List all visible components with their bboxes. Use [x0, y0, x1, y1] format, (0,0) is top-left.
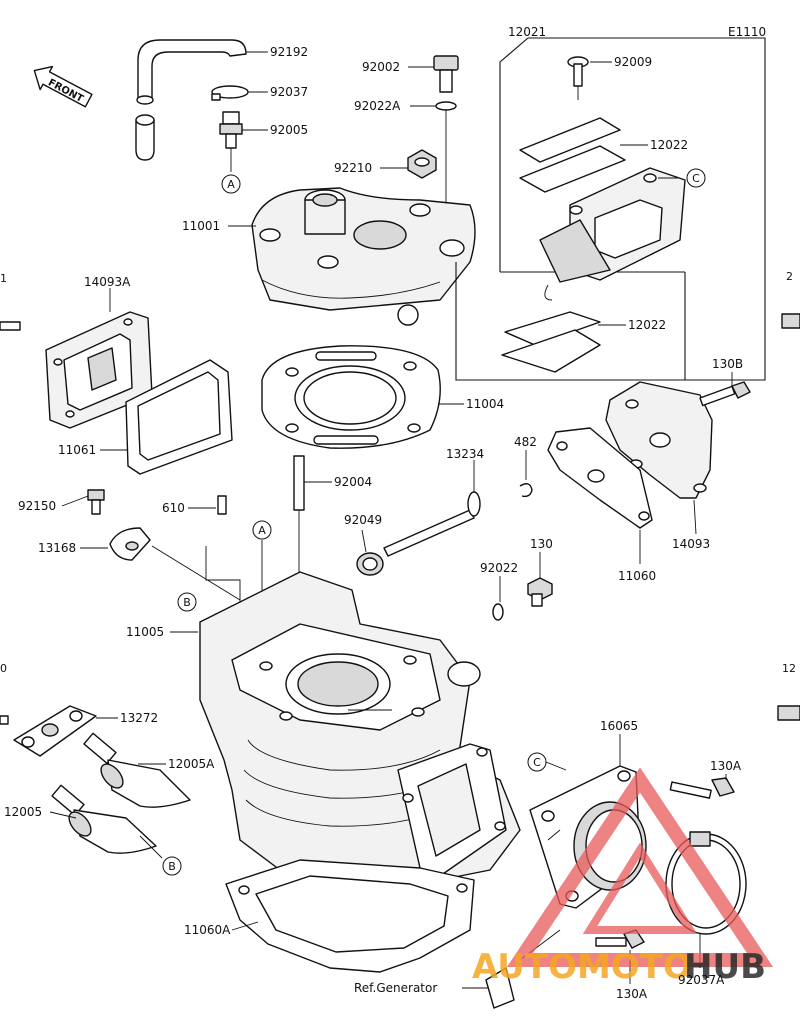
cylinder-head-part[interactable] — [251, 187, 476, 326]
circlip-part[interactable] — [519, 483, 533, 498]
callout-a-mid[interactable]: A — [252, 520, 272, 540]
part-label-130b: 130B — [712, 357, 743, 371]
reed-stopper-part[interactable] — [501, 311, 601, 373]
bolt-130a-lower-part[interactable] — [595, 929, 645, 949]
right-partial-label-top: 2 — [786, 270, 793, 283]
exhaust-valve-a-part[interactable] — [83, 732, 191, 808]
part-label-13168: 13168 — [38, 541, 76, 555]
callout-c-mid-label: C — [533, 756, 541, 769]
watermark-logo — [506, 767, 774, 967]
callout-b-mid-label: B — [183, 596, 191, 609]
plate-part[interactable] — [13, 705, 97, 757]
head-gasket-part[interactable] — [261, 345, 441, 449]
part-label-12022-upper: 12022 — [650, 138, 688, 152]
screw-part[interactable] — [567, 56, 589, 87]
part-label-92150: 92150 — [18, 499, 56, 513]
part-label-92004: 92004 — [334, 475, 372, 489]
part-label-11005: 11005 — [126, 625, 164, 639]
watermark-text-b: HUB — [684, 947, 766, 987]
base-gasket-part[interactable] — [225, 859, 475, 973]
dowel-pin-part[interactable] — [217, 495, 227, 515]
part-label-92022: 92022 — [480, 561, 518, 575]
part-label-11004: 11004 — [466, 397, 504, 411]
ref-generator-label: Ref.Generator — [354, 981, 437, 995]
part-label-610: 610 — [162, 501, 185, 515]
part-label-130a-upper: 130A — [710, 759, 742, 773]
nut-part[interactable] — [407, 149, 437, 179]
cover-part[interactable] — [45, 311, 153, 429]
right-cover-part[interactable] — [605, 381, 713, 499]
callout-a-mid-label: A — [258, 524, 266, 537]
callout-b-mid[interactable]: B — [177, 592, 197, 612]
left-partial-label: 1 — [0, 272, 7, 285]
reed-petal-part[interactable] — [519, 117, 626, 193]
part-label-12005a: 12005A — [168, 757, 215, 771]
part-label-92022a: 92022A — [354, 99, 401, 113]
callout-a-top[interactable]: A — [221, 174, 241, 194]
water-hose-part[interactable] — [135, 39, 247, 161]
ref-generator-pointer — [485, 967, 515, 1009]
part-label-11060a: 11060A — [184, 923, 231, 937]
part-label-13272: 13272 — [120, 711, 158, 725]
shaft-part[interactable] — [383, 491, 481, 557]
part-label-11060: 11060 — [618, 569, 656, 583]
reed-valve-group-frame — [455, 37, 766, 381]
left-bolt-part[interactable] — [0, 321, 21, 331]
part-label-92002: 92002 — [362, 60, 400, 74]
part-label-92049: 92049 — [344, 513, 382, 527]
reed-valve-body-part[interactable] — [539, 167, 686, 301]
right-gasket-part[interactable] — [547, 427, 653, 529]
left-partial-label-mid: 0 — [0, 662, 7, 675]
clamp-part[interactable] — [211, 85, 249, 101]
washer-92022-part[interactable] — [492, 603, 504, 621]
callout-c-top-label: C — [692, 172, 700, 185]
part-label-14093: 14093 — [672, 537, 710, 551]
part-label-92192: 92192 — [270, 45, 308, 59]
callout-c-top[interactable]: C — [686, 168, 706, 188]
part-label-12005: 12005 — [4, 805, 42, 819]
callout-c-mid[interactable]: C — [527, 752, 547, 772]
fitting-part[interactable] — [219, 111, 243, 149]
part-label-12022-lower: 12022 — [628, 318, 666, 332]
right-partial-label-mid: 12 — [782, 662, 796, 675]
front-direction-indicator: FRONT — [33, 65, 93, 108]
bolt-130a-upper-part[interactable] — [669, 777, 735, 799]
bolt-part[interactable] — [433, 55, 459, 93]
holder-part[interactable] — [109, 527, 151, 561]
edge-screw-part[interactable] — [0, 715, 9, 725]
part-label-92005: 92005 — [270, 123, 308, 137]
part-label-12021: 12021 — [508, 25, 546, 39]
part-label-92037: 92037 — [270, 85, 308, 99]
part-label-482: 482 — [514, 435, 537, 449]
washer-part[interactable] — [435, 101, 457, 111]
part-label-16065: 16065 — [600, 719, 638, 733]
oil-seal-part[interactable] — [356, 552, 384, 576]
gasket-part[interactable] — [125, 359, 233, 475]
callout-b-low-label: B — [168, 860, 176, 873]
bolt-130-part[interactable] — [527, 577, 553, 607]
cylinder-part[interactable] — [199, 571, 521, 901]
part-label-92210: 92210 — [334, 161, 372, 175]
part-label-92037a: 92037A — [678, 973, 725, 987]
stud-part[interactable] — [293, 455, 305, 511]
exhaust-valve-part[interactable] — [51, 784, 157, 854]
bolt-130b-part[interactable] — [699, 381, 751, 407]
part-label-11001: 11001 — [182, 219, 220, 233]
right-edge-bolt-part[interactable] — [777, 313, 800, 721]
part-label-92009: 92009 — [614, 55, 652, 69]
watermark-text-a: AUTOMOTO — [472, 947, 692, 987]
diagram-code: E1110 — [728, 25, 766, 39]
part-label-130: 130 — [530, 537, 553, 551]
part-label-11061: 11061 — [58, 443, 96, 457]
bolt-92150-part[interactable] — [87, 489, 105, 515]
part-label-13234: 13234 — [446, 447, 484, 461]
part-label-14093a: 14093A — [84, 275, 131, 289]
callout-b-low[interactable]: B — [162, 856, 182, 876]
part-label-130a-lower: 130A — [616, 987, 648, 1001]
callout-a-top-label: A — [227, 178, 235, 191]
